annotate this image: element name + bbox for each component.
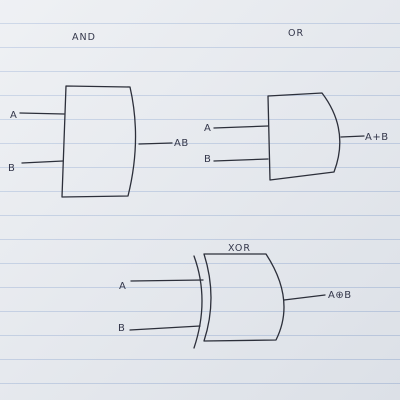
and-input-b-wire xyxy=(21,160,64,164)
and-gate-body xyxy=(61,85,137,198)
or-gate-body xyxy=(267,92,341,181)
and-input-a-wire xyxy=(19,112,65,115)
or-input-a-label: A xyxy=(204,123,211,134)
xor-input-a-wire xyxy=(130,279,204,282)
and-input-b-label: B xyxy=(8,163,15,174)
xor-input-b-label: B xyxy=(118,323,125,334)
and-gate-group: AND A B AB xyxy=(8,32,189,198)
or-output-wire xyxy=(340,135,365,138)
or-input-b-label: B xyxy=(204,154,211,165)
or-input-a-wire xyxy=(213,125,269,129)
and-output-label: AB xyxy=(174,138,189,149)
xor-input-b-wire xyxy=(129,325,201,331)
and-input-a-label: A xyxy=(10,110,17,121)
and-gate-title: AND xyxy=(72,32,96,43)
xor-output-wire xyxy=(283,294,326,301)
xor-gate-group: XOR A B A⊕B xyxy=(118,243,352,349)
or-gate-group: OR A B A+B xyxy=(204,28,389,181)
xor-input-a-label: A xyxy=(119,281,126,292)
or-gate-title: OR xyxy=(288,28,304,39)
or-output-label: A+B xyxy=(365,132,389,143)
and-output-wire xyxy=(138,142,173,145)
xor-output-label: A⊕B xyxy=(328,290,352,301)
xor-extra-curve xyxy=(193,255,203,349)
xor-gate-title: XOR xyxy=(228,243,251,254)
or-input-b-wire xyxy=(213,158,269,162)
xor-gate-body xyxy=(203,253,285,342)
